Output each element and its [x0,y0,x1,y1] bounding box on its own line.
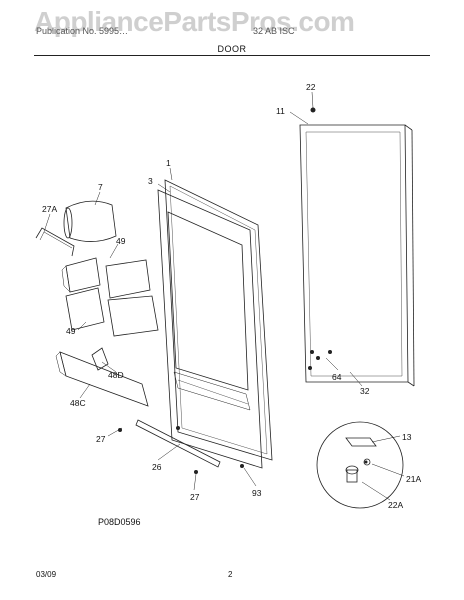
callout-27-left: 27 [96,434,106,444]
model-header: 32 AB ISC [253,26,295,36]
door-bin-bottom [55,347,149,407]
callout-49-upper: 49 [116,236,126,246]
callout-3: 3 [148,176,153,186]
callout-93: 93 [252,488,262,498]
door-outer-panel [299,124,415,387]
callout-49-lower: 49 [66,326,76,336]
callout-13: 13 [402,432,412,442]
diagram-code: P08D0596 [98,517,141,527]
callout-22: 22 [306,82,316,92]
callout-27-bottom: 27 [190,492,200,502]
door-gasket [164,179,273,461]
callout-32: 32 [360,386,370,396]
callout-labels: 22 11 1 3 7 27A 49 49 48D 48C 27 26 27 9… [42,82,421,510]
section-title: DOOR [217,44,247,54]
callout-64: 64 [332,372,342,382]
bottom-trim-strip [135,419,221,468]
callout-11: 11 [276,106,285,116]
butter-compartment [63,200,117,242]
door-bin-upper-right [105,259,151,299]
hinge-detail-circle [316,421,404,509]
callout-26: 26 [152,462,162,472]
callout-48c: 48C [70,398,86,408]
panel-fasteners [118,107,368,474]
callout-21a: 21A [406,474,421,484]
callout-48d: 48D [108,370,124,380]
callout-22a: 22A [388,500,403,510]
door-handle-bracket [35,227,75,257]
callout-27a: 27A [42,204,57,214]
door-bin-lower-right [107,295,159,337]
door-bin-upper-left [61,257,101,293]
door-inner-liner [157,189,263,469]
callout-7: 7 [98,182,103,192]
footer-date: 03/09 [36,570,57,579]
publication-number: Publication No. 5995… [36,26,129,36]
page-number: 2 [228,570,233,579]
door-bin-lower-left [65,287,105,331]
callout-1: 1 [166,158,171,168]
callout-leaders [43,91,405,501]
watermark: AppliancePartsPros.com [34,6,355,37]
header-rule [34,55,430,56]
